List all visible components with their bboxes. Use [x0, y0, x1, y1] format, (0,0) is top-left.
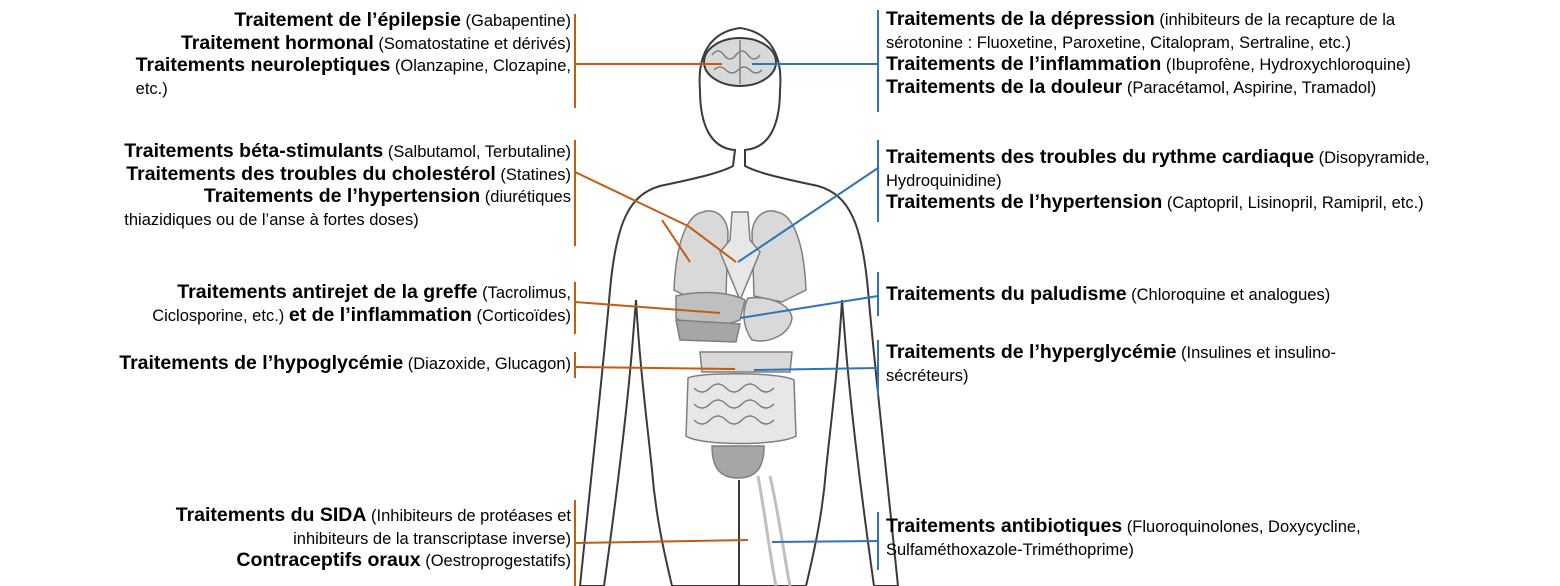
- treatment-detail: (Tacrolimus,: [477, 284, 571, 302]
- label-lungs-left: Traitements béta-stimulants (Salbutamol,…: [124, 141, 571, 231]
- treatment-class: Traitements de la dépression: [886, 8, 1155, 30]
- label-line: Traitements antibiotiques (Fluoroquinolo…: [886, 516, 1361, 539]
- treatment-detail: sérotonine : Fluoxetine, Paroxetine, Cit…: [886, 34, 1351, 52]
- treatment-detail: Sulfaméthoxazole-Triméthoprime): [886, 541, 1134, 559]
- label-line: Traitements de l’hypertension (Captopril…: [886, 192, 1430, 215]
- treatment-detail: (Inhibiteurs de protéases et: [366, 507, 571, 525]
- treatment-class: Traitements des troubles du rythme cardi…: [886, 146, 1314, 168]
- label-line: Traitements de l’hypertension (diurétiqu…: [124, 186, 571, 209]
- label-line: Traitement hormonal (Somatostatine et dé…: [136, 33, 571, 56]
- treatment-class: Traitements de l’hypertension: [886, 191, 1162, 213]
- treatment-detail: thiazidiques ou de l’anse à fortes doses…: [124, 211, 418, 229]
- label-line: Traitements des troubles du rythme cardi…: [886, 147, 1430, 170]
- label-line: Traitements de l’inflammation (Ibuprofèn…: [886, 54, 1411, 77]
- label-line: etc.): [136, 78, 571, 101]
- label-vessels-right: Traitements antibiotiques (Fluoroquinolo…: [886, 516, 1361, 561]
- treatment-class: Traitements antirejet de la greffe: [177, 281, 477, 303]
- label-line: thiazidiques ou de l’anse à fortes doses…: [124, 209, 571, 232]
- label-line: sérotonine : Fluoxetine, Paroxetine, Cit…: [886, 32, 1411, 55]
- label-line: Traitements du SIDA (Inhibiteurs de prot…: [176, 505, 571, 528]
- treatment-detail: Ciclosporine, etc.): [152, 307, 289, 325]
- treatment-class: Traitements de la douleur: [886, 76, 1122, 98]
- treatment-detail: Hydroquinidine): [886, 172, 1002, 190]
- treatment-detail: (Captopril, Lisinopril, Ramipril, etc.): [1162, 194, 1423, 212]
- label-brain-right: Traitements de la dépression (inhibiteur…: [886, 9, 1411, 99]
- treatment-detail: inhibiteurs de la transcriptase inverse): [293, 530, 571, 548]
- label-heart-right: Traitements des troubles du rythme cardi…: [886, 147, 1430, 215]
- treatment-detail: (Statines): [496, 166, 571, 184]
- label-line: Traitements béta-stimulants (Salbutamol,…: [124, 141, 571, 164]
- treatment-detail: sécréteurs): [886, 367, 969, 385]
- label-line: Traitements des troubles du cholestérol …: [124, 164, 571, 187]
- label-line: Traitements du paludisme (Chloroquine et…: [886, 284, 1330, 307]
- label-line: Ciclosporine, etc.) et de l’inflammation…: [152, 305, 571, 328]
- treatment-detail: (Gabapentine): [461, 12, 571, 30]
- label-line: Sulfaméthoxazole-Triméthoprime): [886, 539, 1361, 562]
- lungs: [674, 211, 806, 302]
- treatment-detail: (Olanzapine, Clozapine,: [390, 57, 571, 75]
- treatment-detail: (Insulines et insulino-: [1176, 344, 1336, 362]
- treatment-detail: etc.): [136, 80, 168, 98]
- treatment-class: Traitements antibiotiques: [886, 515, 1122, 537]
- label-pancreas-right: Traitements de l’hyperglycémie (Insuline…: [886, 342, 1336, 387]
- treatment-class: Traitements de l’hyperglycémie: [886, 341, 1176, 363]
- label-line: Contraceptifs oraux (Oestroprogestatifs): [176, 550, 571, 573]
- label-line: Traitements de l’hyperglycémie (Insuline…: [886, 342, 1336, 365]
- treatment-detail: (Ibuprofène, Hydroxychloroquine): [1161, 56, 1410, 74]
- treatment-class: Traitements neuroleptiques: [136, 54, 391, 76]
- treatment-detail: (Somatostatine et dérivés): [374, 35, 571, 53]
- label-line: Traitements de la douleur (Paracétamol, …: [886, 77, 1411, 100]
- label-line: Hydroquinidine): [886, 170, 1430, 193]
- treatment-detail: (Paracétamol, Aspirine, Tramadol): [1122, 79, 1376, 97]
- label-pelvis-left: Traitements du SIDA (Inhibiteurs de prot…: [176, 505, 571, 573]
- brain: [704, 38, 776, 86]
- treatment-detail: (Oestroprogestatifs): [421, 552, 571, 570]
- treatment-class: Traitements de l’hypoglycémie: [119, 352, 403, 374]
- label-line: sécréteurs): [886, 365, 1336, 388]
- treatment-detail: (Salbutamol, Terbutaline): [383, 143, 571, 161]
- treatment-class: Traitements des troubles du cholestérol: [126, 163, 496, 185]
- treatment-detail: (inhibiteurs de la recapture de la: [1155, 11, 1395, 29]
- treatment-class: Contraceptifs oraux: [236, 549, 420, 571]
- treatment-class: Traitements de l’inflammation: [886, 53, 1161, 75]
- treatment-class: et de l’inflammation: [289, 304, 472, 326]
- label-line: Traitements neuroleptiques (Olanzapine, …: [136, 55, 571, 78]
- treatment-class: Traitements béta-stimulants: [124, 140, 383, 162]
- treatment-detail: (Disopyramide,: [1314, 149, 1430, 167]
- label-liver-left: Traitements antirejet de la greffe (Tacr…: [152, 282, 571, 327]
- treatment-detail: (diurétiques: [480, 188, 571, 206]
- label-liver-right: Traitements du paludisme (Chloroquine et…: [886, 284, 1330, 307]
- label-line: Traitement de l’épilepsie (Gabapentine): [136, 10, 571, 33]
- treatment-class: Traitement hormonal: [181, 32, 374, 54]
- treatment-class: Traitements du SIDA: [176, 504, 367, 526]
- label-line: inhibiteurs de la transcriptase inverse): [176, 528, 571, 551]
- label-line: Traitements de l’hypoglycémie (Diazoxide…: [119, 353, 571, 376]
- treatment-detail: (Corticoïdes): [472, 307, 571, 325]
- label-line: Traitements antirejet de la greffe (Tacr…: [152, 282, 571, 305]
- treatment-detail: (Chloroquine et analogues): [1127, 286, 1331, 304]
- label-brain-left: Traitement de l’épilepsie (Gabapentine)T…: [136, 10, 571, 100]
- label-line: Traitements de la dépression (inhibiteur…: [886, 9, 1411, 32]
- treatment-class: Traitement de l’épilepsie: [234, 9, 461, 31]
- treatment-detail: (Fluoroquinolones, Doxycycline,: [1122, 518, 1360, 536]
- treatment-detail: (Diazoxide, Glucagon): [403, 355, 571, 373]
- label-pancreas-left: Traitements de l’hypoglycémie (Diazoxide…: [119, 353, 571, 376]
- treatment-class: Traitements du paludisme: [886, 283, 1127, 305]
- treatment-class: Traitements de l’hypertension: [204, 185, 480, 207]
